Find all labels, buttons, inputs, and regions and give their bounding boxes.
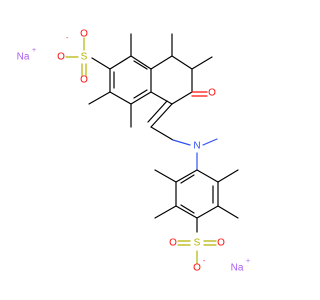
sulfonate-charge-lower: - [203,258,206,265]
sulfonate-oxygen-bottom-lower: O [193,263,201,274]
bonds [65,33,239,265]
sulfonate-charge-upper: - [66,35,69,42]
sodium-charge-1: + [32,47,36,54]
bond-ring1-inner-b [133,89,148,99]
bond-ring3-inner-c [180,174,195,184]
sulfonate-oxygen-bottom-upper: O [80,75,88,86]
bond-methyl-lower-4 [154,169,177,183]
sodium-atom-2: Na [231,263,244,274]
bond-ring3-inner-b [180,204,195,214]
bond-exocyclic-b [147,100,168,123]
bond-ring1-4 [109,91,132,105]
bond-methyl-lower-3 [154,205,177,219]
bond-n-methyl [202,138,218,146]
bond-upper-c-s [91,57,111,70]
bond-ring1-1 [130,55,152,70]
chemical-structure: Na + O - O S O O N O S O O - Na + [17,29,250,274]
sulfonate-oxygen-left-upper: O [57,52,65,63]
sulfonate-oxygen-right-lower: O [217,238,225,249]
bond-ring3-3 [196,205,219,219]
bond-ring1-inner-a [133,60,148,70]
sulfur-atom-upper: S [81,52,88,63]
bond-methyl-lower-1 [217,169,239,183]
bond-methyl-lower-2 [217,205,239,219]
bond-ring3-4 [175,205,198,219]
sulfonate-oxygen-top-upper: O [80,29,88,40]
bond-ring2-1 [150,55,173,70]
nitrogen-atom: N [193,141,200,152]
ketone-oxygen: O [208,88,216,99]
sodium-charge-2: + [246,258,250,265]
atom-labels: Na + O - O S O O N O S O O - Na + [17,29,250,274]
bond-exocyclic-a [150,103,173,128]
bond-ring2-2 [171,55,193,70]
bond-ring2-5 [150,91,173,105]
sodium-atom-1: Na [17,52,30,63]
bond-ring1-3 [130,91,152,105]
bond-ring3-6 [175,169,198,183]
bond-n-vinyl [172,139,191,146]
sulfonate-oxygen-left-lower: O [169,238,177,249]
bond-methyl-left [88,91,111,105]
bond-vinyl [150,126,174,141]
bond-ring2-4 [171,91,193,105]
bond-methyl-right [191,56,213,70]
bond-ring3-1 [196,169,219,183]
sulfur-atom-lower: S [194,238,201,249]
bond-ring1-6 [109,55,132,70]
